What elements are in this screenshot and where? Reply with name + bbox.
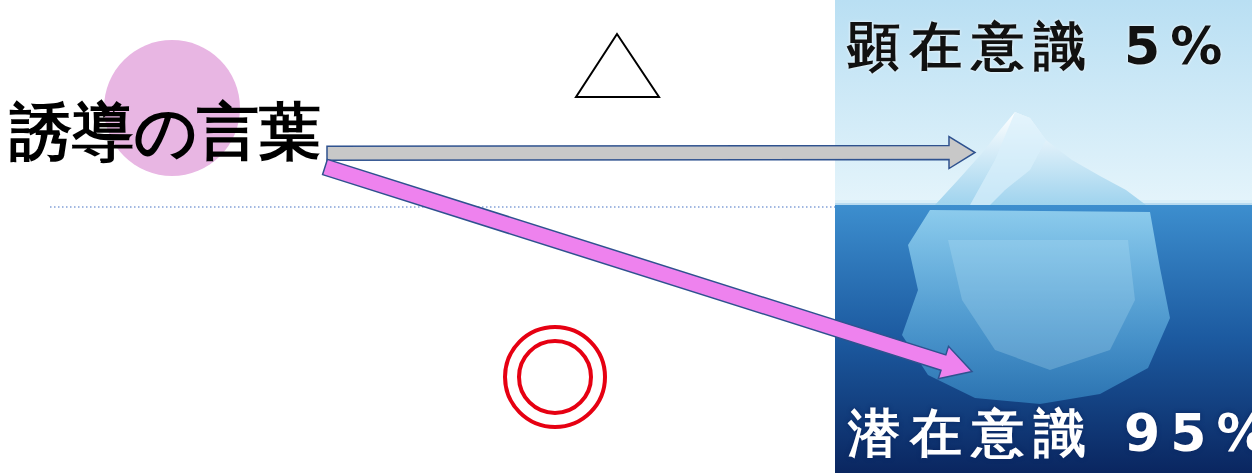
iceberg-region: 潜在意識 95%	[972, 212, 1172, 402]
region-label: 潜在意識 95%	[848, 405, 1252, 462]
double-circle-mark	[505, 327, 605, 427]
block-arrow	[327, 137, 975, 169]
phrase-text: 誘導の言葉	[10, 98, 321, 166]
triangle-mark	[576, 34, 659, 97]
block-arrow	[323, 159, 972, 378]
source-words: 誘導の言葉	[10, 98, 323, 167]
region-label: 顕在意識 5%	[848, 18, 1232, 75]
iceberg-region: 顕在意識 5%	[975, 100, 1140, 205]
iceberg-picture	[835, 0, 1252, 473]
